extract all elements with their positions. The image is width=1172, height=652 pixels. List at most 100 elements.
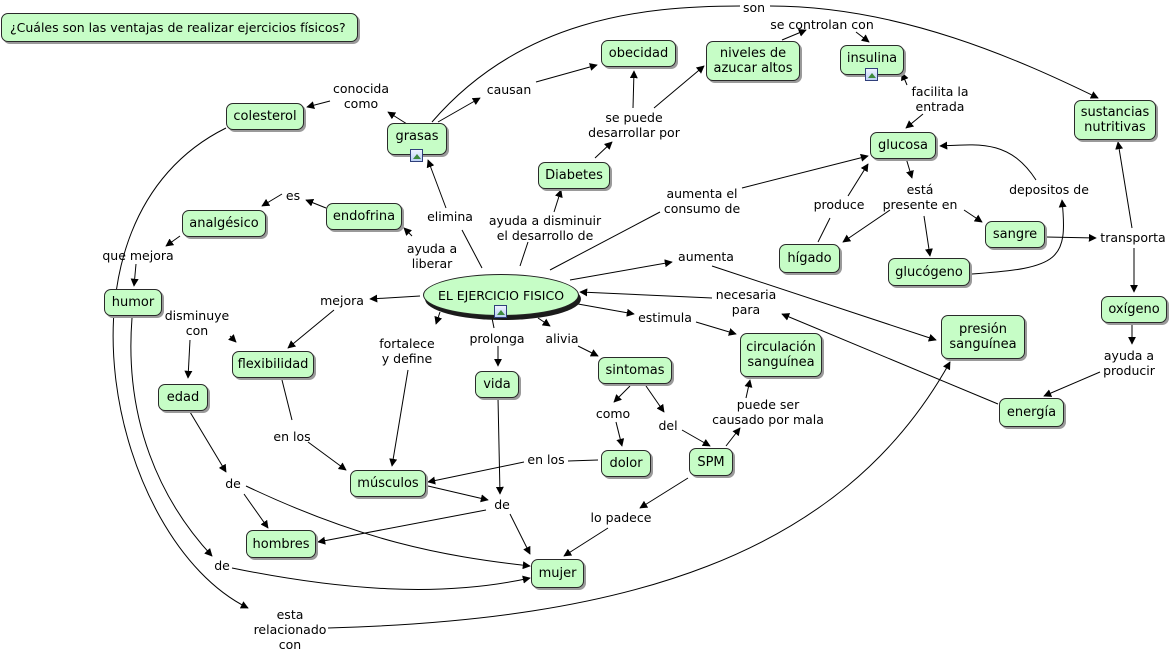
connector-line	[577, 303, 635, 317]
link-de-edad: de	[225, 476, 241, 491]
concept-niveles-azucar[interactable]: niveles de azucar altos	[706, 41, 800, 81]
link-del: del	[658, 418, 678, 433]
connector-line	[306, 100, 331, 110]
connector-line	[491, 317, 495, 329]
concept-humor[interactable]: humor	[104, 289, 162, 316]
concept-circulacion-sanguinea[interactable]: circulación sanguínea	[740, 333, 822, 377]
connector-line	[971, 199, 1067, 275]
concept-sustancias-nutritivas[interactable]: sustancias nutritivas	[1074, 100, 1156, 140]
connector-line	[744, 379, 753, 399]
connector-line	[305, 198, 327, 209]
connector-line	[711, 265, 937, 342]
concept-sintomas[interactable]: sintomas	[598, 357, 672, 384]
concept-glucosa[interactable]: glucosa	[870, 132, 936, 159]
link-lo-padece: lo padece	[590, 510, 652, 525]
connector-line	[629, 70, 638, 109]
concept-diabetes[interactable]: Diabetes	[538, 162, 610, 189]
connector-line	[741, 153, 869, 189]
connector-line	[577, 345, 599, 357]
connector-line	[245, 485, 531, 570]
connector-line	[579, 288, 713, 299]
link-aumenta-consumo: aumenta el consumo de	[663, 186, 741, 216]
concept-colesterol[interactable]: colesterol	[226, 103, 304, 130]
concept-dolor[interactable]: dolor	[601, 450, 651, 477]
connector-line	[1043, 371, 1101, 397]
connector-line	[130, 263, 139, 287]
concept-grasas[interactable]: grasas	[387, 123, 447, 155]
concept-analgesico[interactable]: analgésico	[182, 210, 266, 237]
focus-question[interactable]: ¿Cuáles son las ventajas de realizar eje…	[1, 13, 358, 42]
concept-edad[interactable]: edad	[158, 384, 208, 411]
concept-vida[interactable]: vida	[475, 371, 519, 398]
connector-line	[389, 369, 409, 467]
connector-line	[495, 397, 504, 495]
connector-line	[189, 411, 227, 473]
link-puede-ser-causado: puede ser causado por mala	[712, 397, 824, 427]
connector-line	[681, 429, 711, 447]
concept-hombres[interactable]: hombres	[246, 530, 316, 558]
concept-energia[interactable]: energía	[999, 398, 1064, 427]
connector-line	[842, 209, 891, 243]
connector-line	[963, 209, 983, 223]
link-son: son	[742, 0, 766, 15]
link-prolonga: prolonga	[469, 331, 525, 346]
connector-line	[923, 215, 933, 257]
concept-flexibilidad[interactable]: flexibilidad	[232, 351, 314, 378]
connector-line	[939, 141, 1037, 181]
connector-line	[130, 317, 213, 557]
connector-line	[327, 361, 951, 629]
connector-line	[553, 189, 563, 213]
concept-spm[interactable]: SPM	[689, 448, 733, 476]
connector-line	[901, 72, 909, 86]
connector-line	[165, 235, 181, 247]
connector-line	[403, 227, 413, 237]
connector-line	[905, 157, 914, 179]
link-esta-relacionado-con: esta relacionado con	[253, 607, 327, 652]
concept-glucogeno[interactable]: glucógeno	[888, 258, 970, 286]
link-aumenta: aumenta	[678, 249, 734, 264]
connector-line	[569, 259, 673, 281]
connector-line	[1115, 141, 1133, 229]
concept-presion-sanguinea[interactable]: presión sanguínea	[941, 315, 1025, 359]
connector-line	[509, 513, 531, 555]
concept-musculos[interactable]: músculos	[350, 470, 426, 497]
connector-line	[426, 159, 447, 209]
concept-label: EL EJERCICIO FISICO	[437, 287, 565, 303]
link-alivia: alivia	[545, 331, 579, 346]
link-produce: produce	[813, 197, 865, 212]
link-se-controlan-con: se controlan con	[770, 17, 874, 32]
connector-line	[537, 317, 551, 327]
connector-line	[781, 313, 999, 405]
connector-line	[243, 493, 269, 529]
connector-line	[725, 427, 741, 447]
link-ayuda-liberar: ayuda a liberar	[406, 241, 458, 271]
concept-sangre[interactable]: sangre	[985, 221, 1045, 248]
concept-mujer[interactable]: mujer	[531, 559, 584, 588]
concept-higado[interactable]: hígado	[779, 244, 840, 273]
concept-endofrina[interactable]: endofrina	[326, 203, 402, 230]
connector-line	[281, 379, 293, 421]
connector-line	[653, 65, 705, 109]
link-estimula: estimula	[638, 310, 692, 325]
connector-line	[639, 477, 689, 509]
concept-obecidad[interactable]: obecidad	[601, 40, 676, 67]
link-que-mejora: que mejora	[102, 248, 174, 263]
connector-line	[434, 311, 443, 325]
link-esta-presente: está presente en	[882, 182, 958, 212]
image-attachment-icon[interactable]	[494, 305, 507, 318]
connector-line	[427, 485, 489, 503]
concept-oxigeno[interactable]: oxígeno	[1101, 296, 1167, 323]
connector-line	[535, 63, 598, 83]
image-attachment-icon[interactable]	[865, 68, 878, 81]
link-de-humor: de	[214, 558, 230, 573]
connector-line	[563, 527, 609, 557]
link-depositos-de: depositos de	[1009, 182, 1089, 197]
link-facilita-entrada: facilita la entrada	[911, 84, 969, 114]
image-attachment-icon[interactable]	[410, 149, 423, 162]
connector-line	[769, 5, 1099, 99]
link-elimina: elimina	[427, 209, 473, 224]
connector-line	[905, 113, 924, 129]
connector-line	[1045, 233, 1097, 242]
link-es: es	[285, 188, 301, 203]
